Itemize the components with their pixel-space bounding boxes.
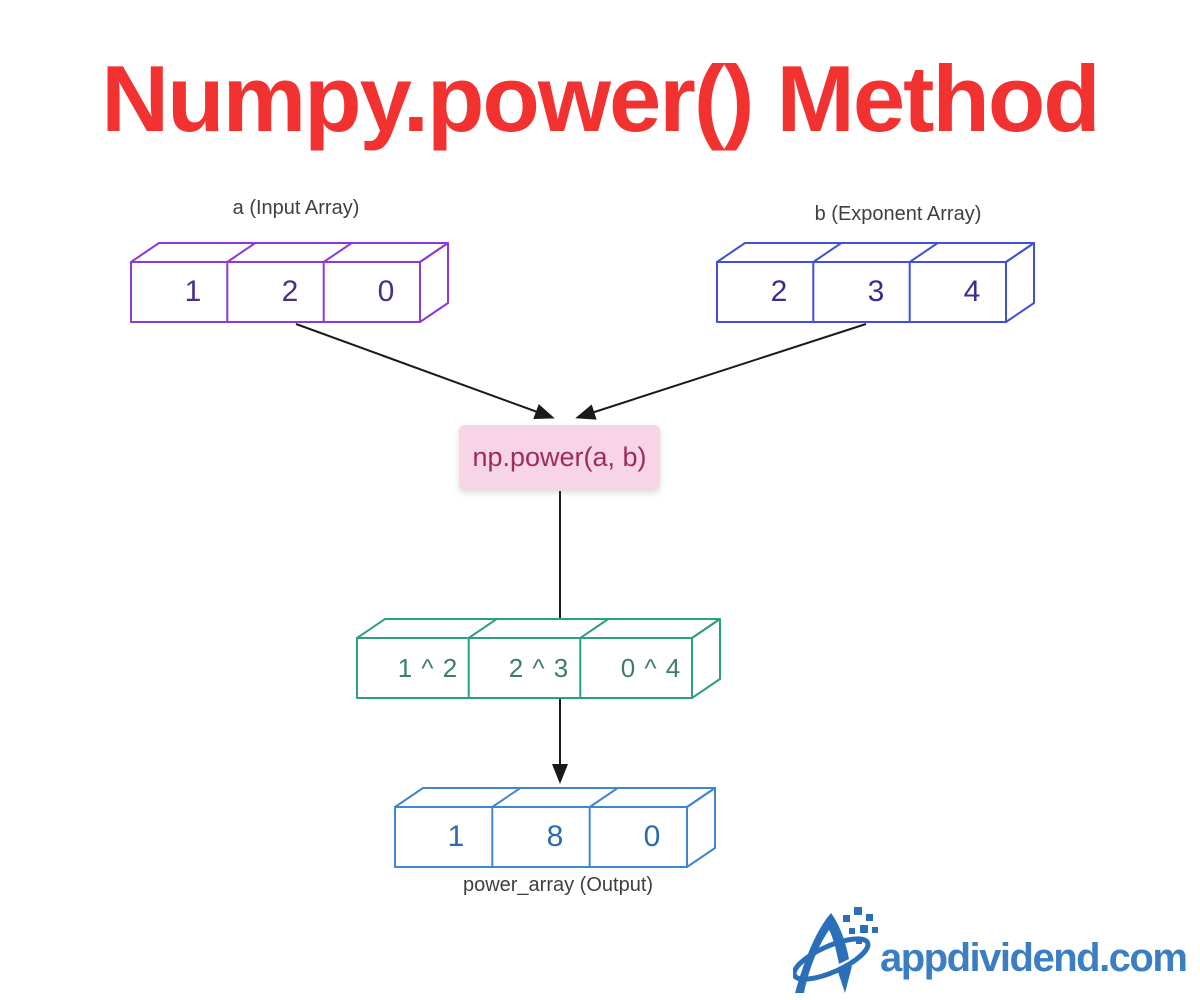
input-array-cell: 2 (281, 275, 299, 308)
exponent-array-box (716, 242, 1035, 323)
exponent-array-cell: 2 (770, 275, 788, 308)
input-array-cell: 0 (377, 275, 395, 308)
exponent-array-label: b (Exponent Array) (814, 203, 982, 225)
input-array-label: a (Input Array) (232, 197, 360, 219)
arrow-input-to-power (295, 323, 555, 420)
output-array-cell: 8 (546, 820, 564, 853)
page-title: Numpy.power() Method (101, 46, 1100, 151)
computation-array-cell: 2 ^ 3 (508, 653, 570, 683)
output-array-cell: 0 (643, 820, 661, 853)
arrow-exponent-to-power (575, 323, 867, 420)
exponent-array-cell: 4 (963, 275, 981, 308)
exponent-array-cell: 3 (867, 275, 885, 308)
computation-array-box (356, 618, 721, 699)
computation-array-cell: 0 ^ 4 (620, 653, 682, 683)
input-array-cell: 1 (184, 275, 202, 308)
computation-array-cell: 1 ^ 2 (397, 653, 459, 683)
power-operation-label: np.power(a, b) (472, 442, 647, 472)
output-array-label: power_array (Output) (462, 874, 654, 896)
output-array-box (394, 787, 716, 868)
output-array-cell: 1 (447, 820, 465, 853)
power-operation-box: np.power(a, b) (459, 425, 660, 490)
appdividend-logo-icon (793, 907, 878, 993)
brand-text: appdividend.com (880, 936, 1188, 980)
input-array-box (130, 242, 449, 323)
